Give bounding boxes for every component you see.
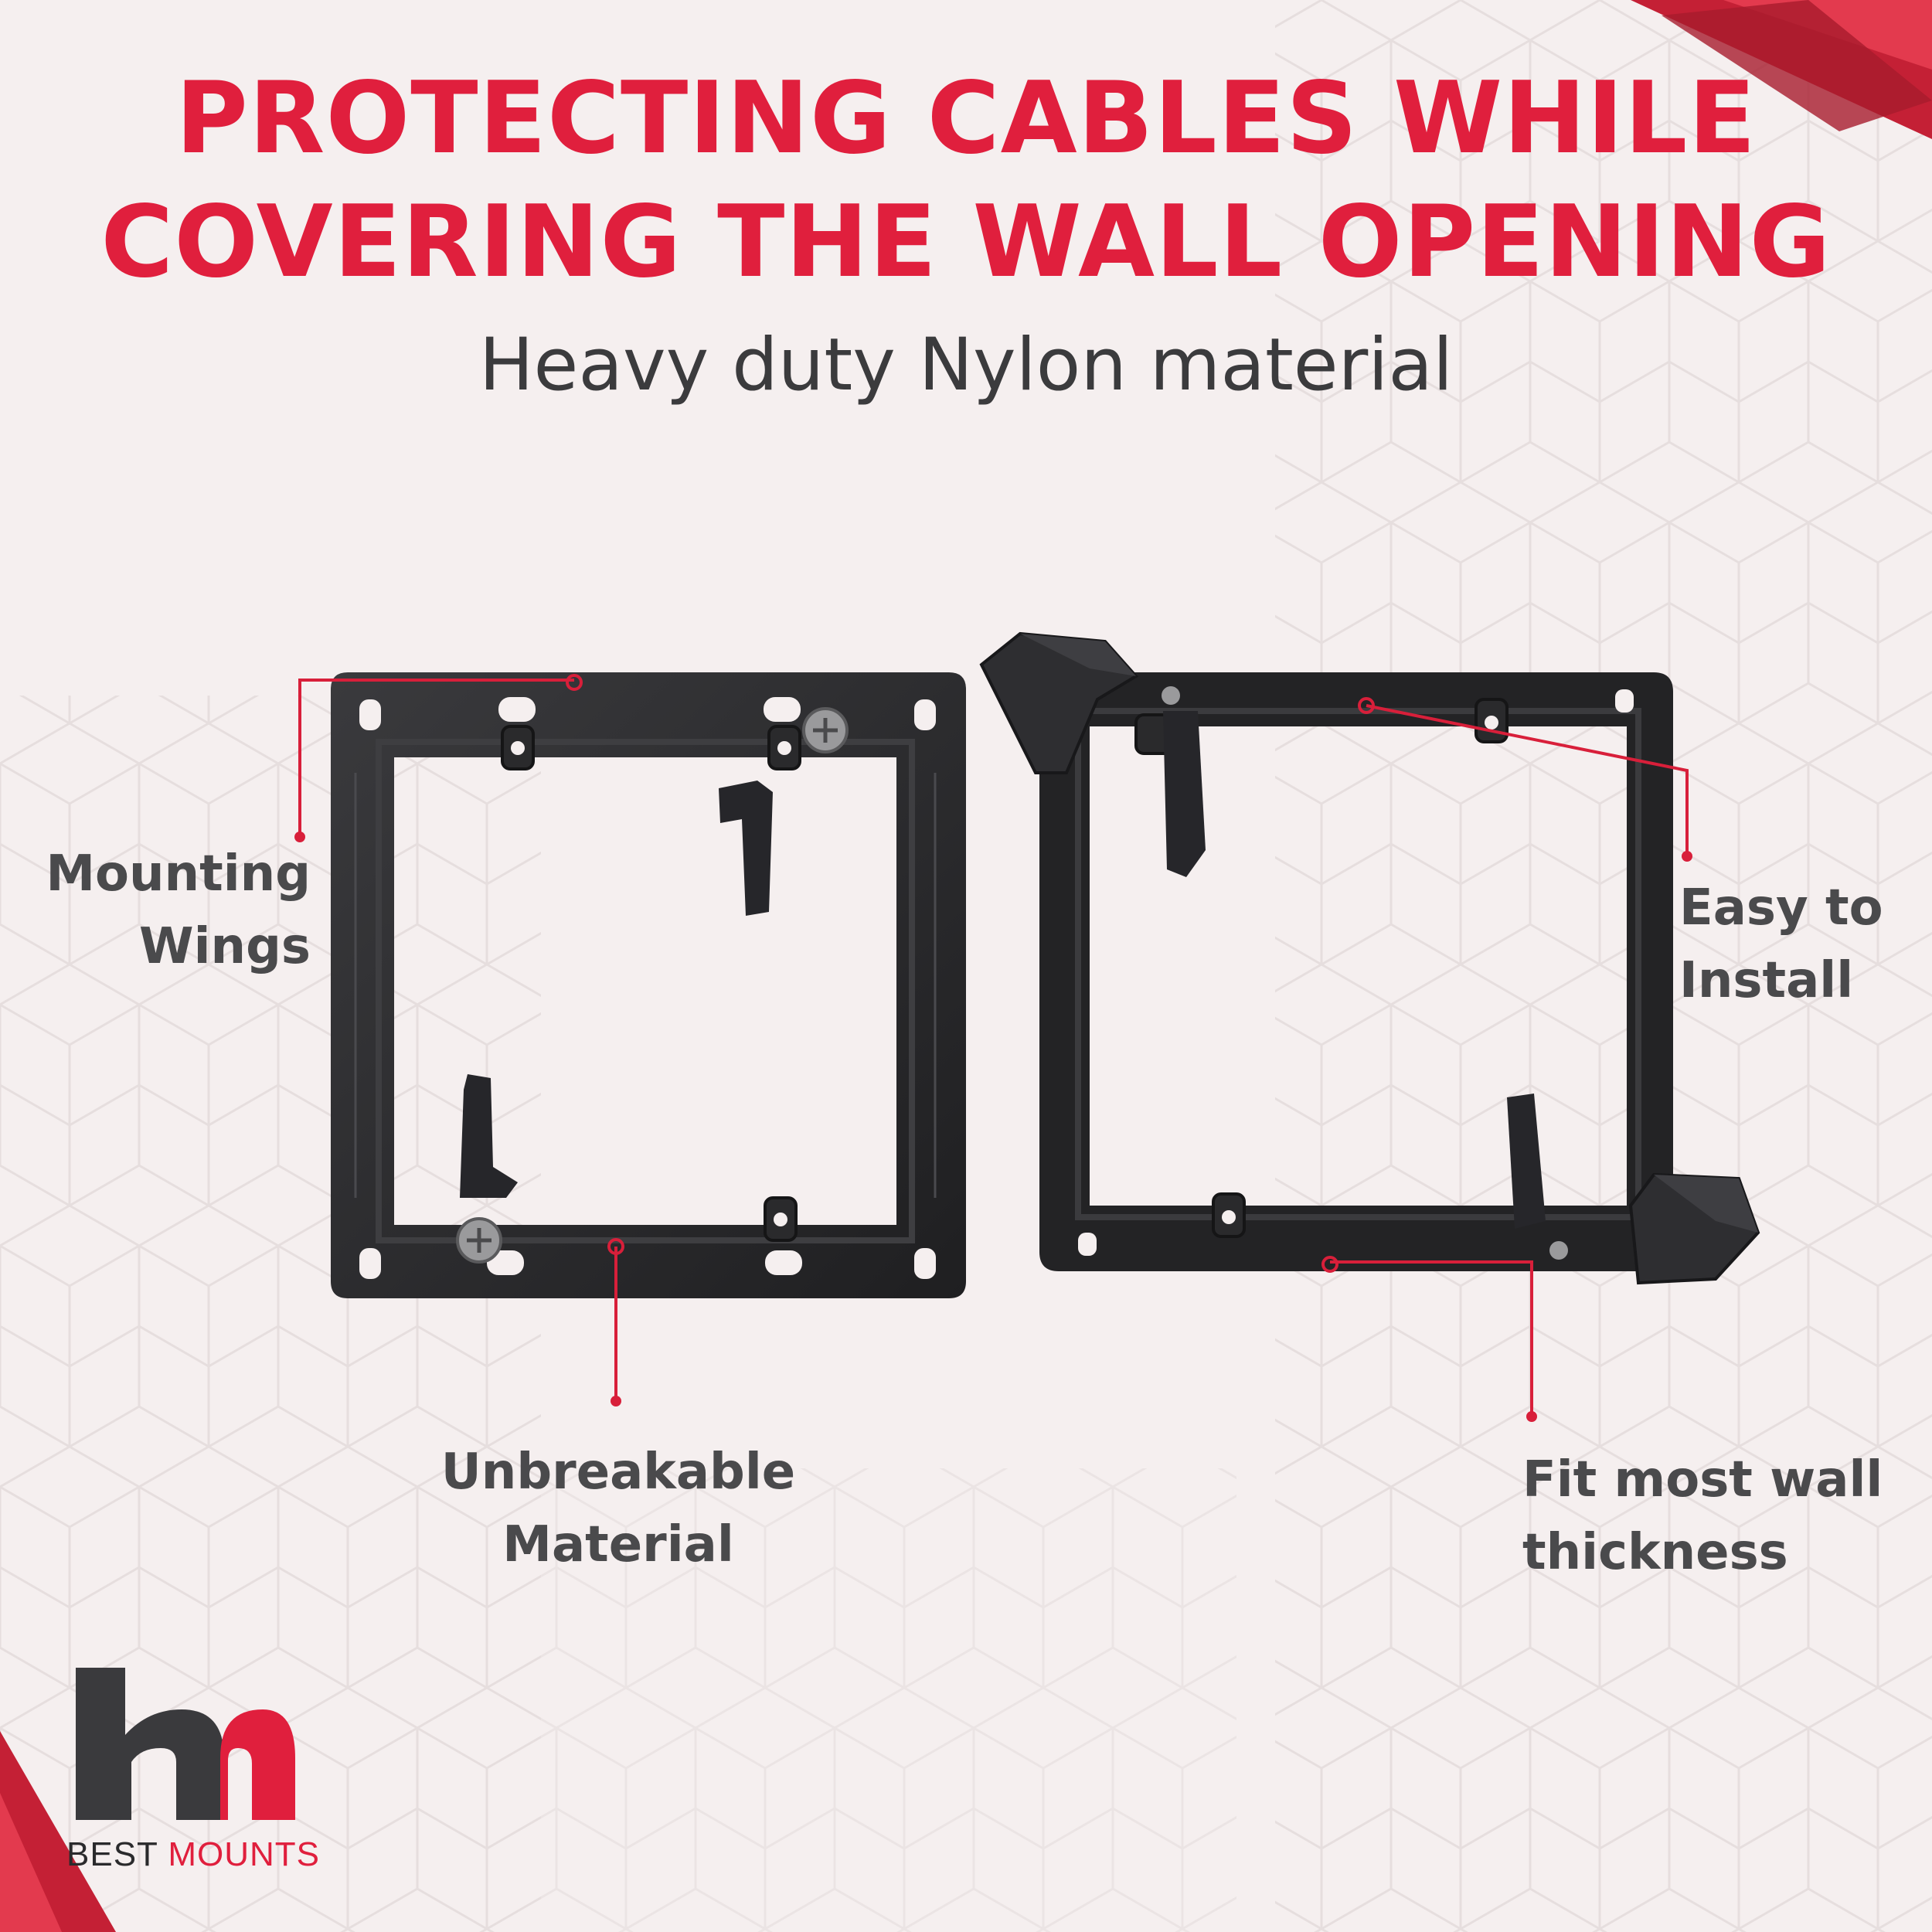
callout-unbreakable-material: Unbreakable Material xyxy=(417,1436,819,1581)
brand-name: BEST MOUNTS xyxy=(66,1833,320,1876)
brand-word-mounts: MOUNTS xyxy=(168,1835,321,1873)
callout-mounting-wings-line-1: Mounting xyxy=(46,845,311,903)
brand-word-best: BEST xyxy=(66,1835,158,1873)
callout-unbreakable-line-1: Unbreakable xyxy=(440,1444,796,1501)
bracket-front-view-image xyxy=(331,672,966,1298)
callout-unbreakable-line-2: Material xyxy=(502,1516,734,1573)
callout-mounting-wings-line-2: Wings xyxy=(139,918,311,975)
bracket-angled-view-image xyxy=(979,631,1760,1285)
callout-mounting-wings: Mounting Wings xyxy=(31,838,311,983)
callout-fit-wall-thickness: Fit most wall thickness xyxy=(1522,1444,1909,1589)
callout-fit-wall-line-2: thickness xyxy=(1522,1524,1788,1581)
callout-easy-to-install: Easy to Install xyxy=(1679,872,1927,1017)
headline-line-1: PROTECTING CABLES WHILE xyxy=(175,61,1757,176)
callout-fit-wall-line-1: Fit most wall xyxy=(1522,1451,1883,1509)
bm-monogram-icon xyxy=(76,1668,295,1820)
subtitle: Heavy duty Nylon material xyxy=(478,323,1454,407)
callout-easy-install-line-2: Install xyxy=(1679,952,1854,1009)
headline-line-2: COVERING THE WALL OPENING xyxy=(100,185,1832,300)
callout-easy-install-line-1: Easy to xyxy=(1679,879,1883,937)
